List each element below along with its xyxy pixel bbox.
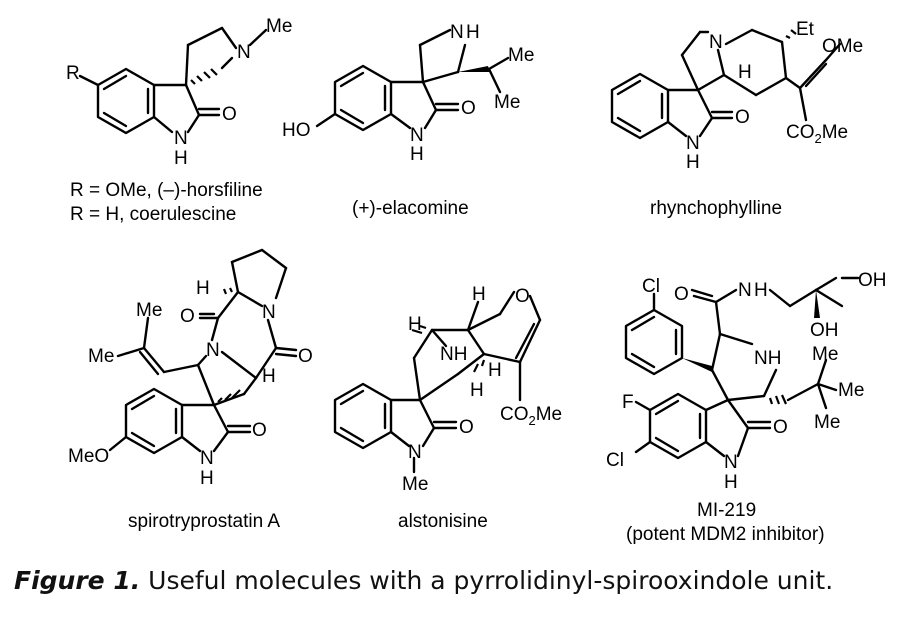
atom-co: CO2Me [500, 404, 562, 428]
atom-me: Me [266, 16, 292, 37]
atom-h: H [738, 62, 752, 83]
atom-co: CO2Me [786, 122, 848, 146]
atom-h: H [196, 278, 210, 299]
atom-n: N [738, 280, 752, 301]
atom-cl: Cl [606, 450, 624, 471]
atom-n: N [724, 452, 738, 473]
molecule-name: R = OMe, (–)-horsfiline [70, 180, 263, 201]
atom-cl: Cl [642, 276, 660, 297]
atom-nh: NH [754, 348, 781, 369]
atom-n: N [408, 442, 422, 463]
benzene-ring [610, 72, 670, 140]
benzene-ring [124, 387, 184, 455]
atom-o: O [298, 346, 313, 367]
atom-o: O [461, 98, 476, 119]
molecule-name: R = H, coerulescine [70, 204, 236, 225]
molecule-name: (potent MDM2 inhibitor) [626, 524, 825, 545]
atom-o: O [252, 420, 267, 441]
molecule-name: spirotryprostatin A [128, 511, 280, 532]
atom-me: Me [88, 346, 114, 367]
atom-o: O [674, 284, 689, 305]
atom-ome: OMe [822, 36, 863, 57]
atom-h: H [470, 380, 484, 401]
atom-o: O [459, 417, 474, 438]
benzene-ring [648, 392, 708, 460]
benzene-ring [333, 64, 393, 132]
atom-meo: MeO [68, 446, 109, 467]
atom-h: H [408, 314, 422, 335]
caption-text: Useful molecules with a pyrrolidinyl-spi… [140, 566, 834, 595]
atom-n: N [262, 302, 276, 323]
wedge-bond [682, 358, 712, 372]
molecule-spirotryprostatin-a: H N O O Me Me N H MeO O N H [68, 248, 313, 489]
atom-n: N [174, 128, 188, 149]
molecule-diagram: N Me R O N H R = OMe, (–)-horsfiline R =… [66, 16, 887, 545]
atom-o: O [515, 286, 530, 307]
figure-caption: Figure 1. Useful molecules with a pyrrol… [14, 566, 894, 595]
atom-n: N [410, 125, 424, 146]
atom-h: H [262, 366, 276, 387]
atom-f: F [622, 392, 634, 413]
atom-me: Me [812, 344, 838, 365]
atom-h: H [488, 360, 502, 381]
atom-h: H [686, 152, 700, 173]
atom-h: H [200, 468, 214, 489]
atom-n: N [237, 42, 251, 63]
atom-me: Me [814, 412, 840, 433]
wedge-bond [458, 66, 490, 72]
benzene-ring [624, 308, 684, 376]
atom-oh: OH [858, 270, 887, 291]
atom-o: O [222, 104, 237, 125]
atom-n: N [709, 32, 723, 53]
molecule-alstonisine: H H O NH H H O N Me CO2Me [333, 284, 562, 495]
molecule-horsfiline: N Me R O N H [66, 16, 292, 169]
atom-h: H [174, 148, 188, 169]
atom-h: H [472, 284, 486, 305]
atom-n: N [206, 340, 220, 361]
atom-me: Me [838, 380, 864, 401]
atom-h: H [754, 280, 768, 301]
molecule-elacomine: N H Me Me HO O N H [282, 22, 534, 165]
atom-h: H [410, 144, 424, 165]
atom-o: O [180, 306, 195, 327]
atom-n: N [450, 22, 464, 43]
molecule-name: alstonisine [398, 511, 488, 532]
atom-me: Me [136, 300, 162, 321]
molecule-name: MI-219 [697, 500, 756, 521]
atom-oh: OH [810, 320, 839, 341]
atom-h: H [466, 22, 480, 43]
molecule-rhynchophylline: Et OMe N H O N H CO2Me [610, 19, 863, 173]
molecule-name: rhynchophylline [650, 198, 782, 219]
atom-n: N [200, 448, 214, 469]
atom-n: N [686, 133, 700, 154]
caption-label: Figure 1. [14, 566, 141, 595]
atom-ho: HO [282, 120, 311, 141]
benzene-ring [96, 67, 156, 135]
atom-me: Me [494, 92, 520, 113]
wedge-bond [814, 290, 820, 318]
atom-h: H [724, 472, 738, 493]
atom-et: Et [796, 19, 815, 40]
benzene-ring [333, 382, 393, 450]
atom-me: Me [402, 474, 428, 495]
atom-o: O [735, 107, 750, 128]
atom-r: R [66, 63, 80, 84]
molecule-mi-219: Cl NH O N H OH OH Me Me Me [606, 270, 887, 493]
molecule-name: (+)-elacomine [352, 198, 469, 219]
atom-o: O [773, 417, 788, 438]
atom-nh: NH [440, 344, 467, 365]
atom-me: Me [508, 45, 534, 66]
